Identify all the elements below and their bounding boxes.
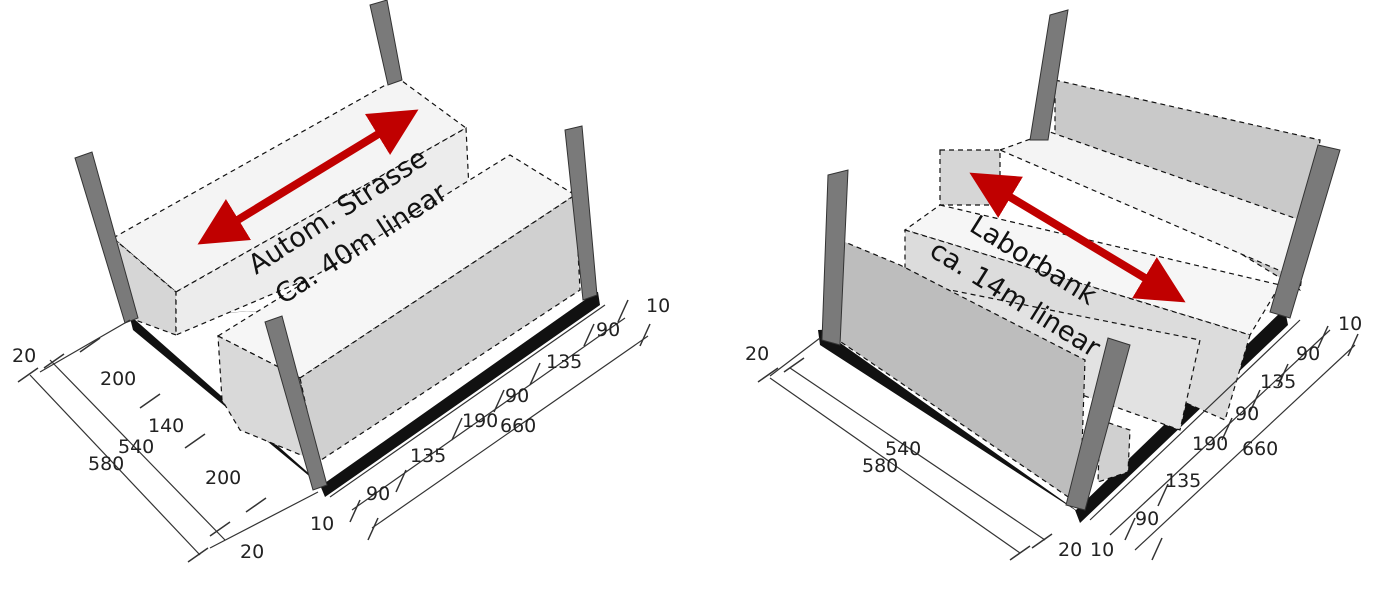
right-dims-right <box>1089 319 1359 561</box>
left-dim-r-90-b: 90 <box>505 385 529 407</box>
left-dim-r-90-a: 90 <box>366 483 390 505</box>
right-post-front <box>1065 337 1131 511</box>
right-red-arrow <box>969 172 1186 303</box>
right-dim-r-90-a: 90 <box>1135 508 1159 530</box>
left-post-front <box>264 315 328 491</box>
right-shelf-1-side <box>939 149 1001 206</box>
right-dim-r-90-c: 90 <box>1296 343 1320 365</box>
left-dim-20-bottom: 20 <box>240 541 264 563</box>
left-dim-200-b: 200 <box>205 467 241 489</box>
left-post-front-right <box>564 125 598 301</box>
left-dim-r-10-bottom: 10 <box>310 513 334 535</box>
right-post-front-left <box>821 169 849 346</box>
right-dim-r-135-a: 135 <box>1165 470 1201 492</box>
left-post-back-right <box>369 0 403 86</box>
right-dim-580: 580 <box>862 455 898 477</box>
right-dim-540: 540 <box>885 438 921 460</box>
right-dim-r-135-b: 135 <box>1260 371 1296 393</box>
left-dim-540: 540 <box>118 436 154 458</box>
right-diagram: Laborbank ca. 14m linear 20 540 580 20 <box>745 9 1362 561</box>
right-dim-20-bottom: 20 <box>1058 539 1082 561</box>
left-dim-r-190: 190 <box>462 410 498 432</box>
left-dim-20-top: 20 <box>12 345 36 367</box>
right-dims-left <box>757 337 1053 561</box>
left-red-arrow <box>197 109 419 245</box>
right-dim-20-top: 20 <box>745 343 769 365</box>
left-dim-r-135-a: 135 <box>410 445 446 467</box>
left-dims-right <box>329 299 651 541</box>
left-dim-r-90-c: 90 <box>596 319 620 341</box>
right-dim-r-660: 660 <box>1242 438 1278 460</box>
left-post-back-left <box>74 151 139 324</box>
right-front-wall <box>837 239 1086 507</box>
left-dim-140: 140 <box>148 415 184 437</box>
left-dim-r-660: 660 <box>500 415 536 437</box>
left-dim-580: 580 <box>88 453 124 475</box>
right-post-back-left <box>1029 9 1069 141</box>
left-dim-r-135-b: 135 <box>546 351 582 373</box>
right-side-box <box>1097 419 1131 483</box>
right-dim-r-190: 190 <box>1192 433 1228 455</box>
right-dim-r-10-bottom: 10 <box>1090 539 1114 561</box>
right-dim-r-90-b: 90 <box>1235 403 1259 425</box>
left-dim-r-10-top: 10 <box>646 295 670 317</box>
left-dims-left <box>17 319 319 563</box>
left-diagram: Autom. Strasse Ca. 40m linear 20 200 140… <box>12 0 670 563</box>
left-dim-200-a: 200 <box>100 368 136 390</box>
right-dim-r-10-top: 10 <box>1338 313 1362 335</box>
right-post-back-right <box>1269 144 1341 319</box>
